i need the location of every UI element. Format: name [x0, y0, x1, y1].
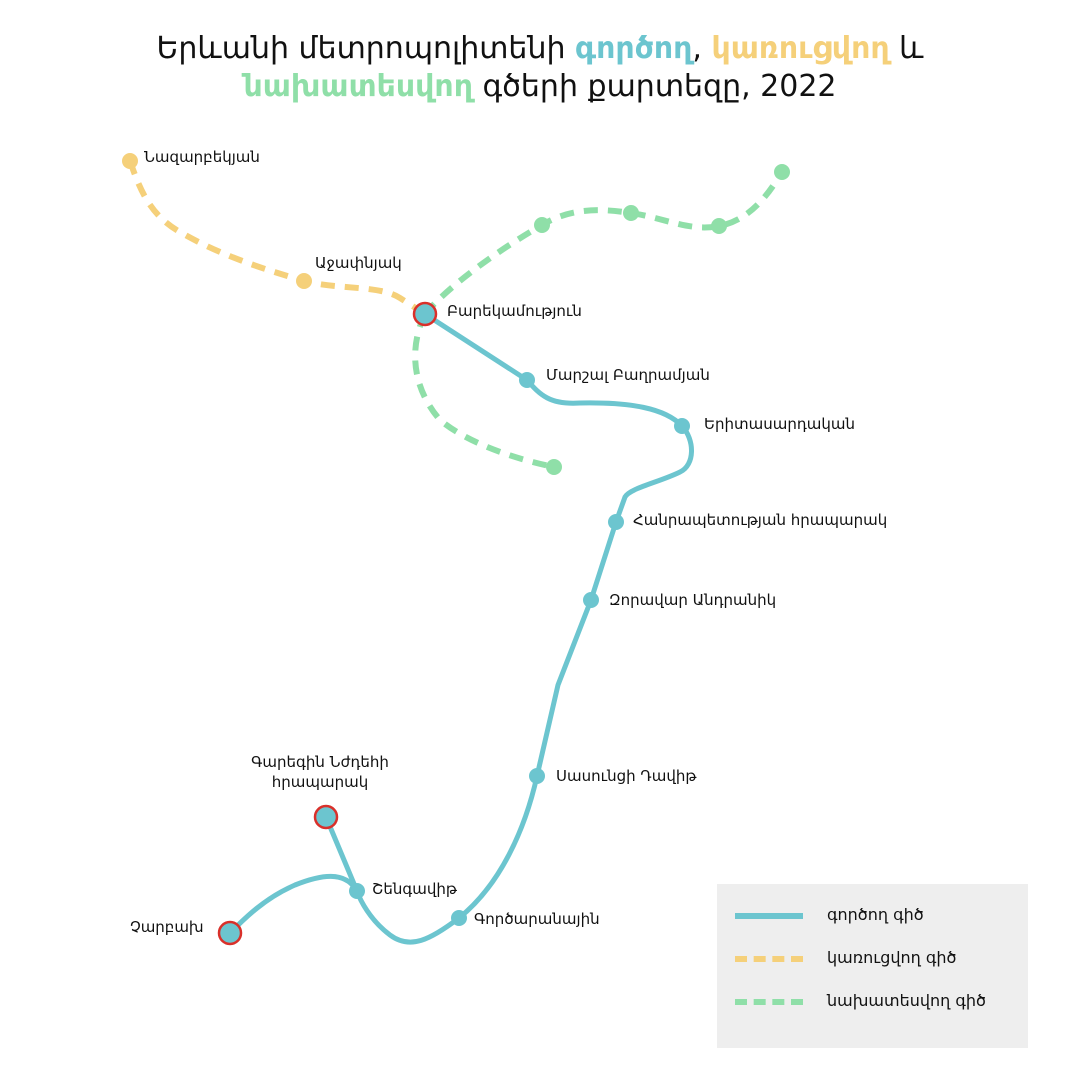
title-text: Երևանի մետրոպոլիտենի	[156, 31, 576, 66]
station-planned[interactable]	[774, 164, 790, 180]
operating-line-swatch	[735, 913, 803, 919]
label-sasuntsi-davit: Սասունցի Դավիթ	[556, 767, 697, 785]
station-garegin-nzhdehi[interactable]	[313, 804, 339, 830]
label-nazarbekyan: Նազարբեկյան	[144, 148, 260, 166]
station-hanrapetutyan[interactable]	[608, 514, 624, 530]
station-zoravar-andranik[interactable]	[583, 592, 599, 608]
map-title: Երևանի մետրոպոլիտենի գործող, կառուցվող և…	[0, 30, 1080, 106]
title-text: գծերի քարտեզը, 2022	[472, 69, 837, 104]
station-gortsaranayin[interactable]	[451, 910, 467, 926]
legend-label: նախատեսվող գիծ	[827, 991, 986, 1010]
station-planned[interactable]	[623, 205, 639, 221]
station-planned[interactable]	[534, 217, 550, 233]
label-garegin-line2: հրապարակ	[271, 773, 369, 791]
label-hanrapetutyan: Հանրապետության հրապարակ	[633, 511, 888, 529]
station-planned[interactable]	[711, 218, 727, 234]
station-eritasardakan[interactable]	[674, 418, 690, 434]
under-construction-line	[127, 160, 427, 317]
title-planned: նախատեսվող	[243, 69, 473, 104]
label-marshal-baghramyan: Մարշալ Բաղրամյան	[546, 366, 710, 384]
legend-item-under-construction: կառուցվող գիծ	[717, 944, 1028, 974]
legend-item-planned: նախատեսվող գիծ	[717, 987, 1028, 1017]
label-barekamutyun: Բարեկամություն	[447, 302, 582, 320]
title-operating: գործող	[575, 31, 693, 66]
label-garegin-line1: Գարեգին Նժդեհի	[251, 753, 389, 771]
legend: գործող գիծ կառուցվող գիծ նախատեսվող գիծ	[717, 884, 1028, 1048]
operating-line	[323, 311, 694, 945]
legend-item-operating: գործող գիծ	[717, 901, 1028, 931]
label-garegin-nzhdehi: Գարեգին Նժդեհի հրապարակ	[220, 752, 420, 792]
planned-line-swatch	[735, 999, 803, 1005]
station-sasuntsi-davit[interactable]	[529, 768, 545, 784]
label-charbakh: Չարբախ	[130, 918, 204, 936]
label-gortsaranayin: Գործարանային	[474, 910, 600, 928]
title-sep: ,	[692, 31, 712, 66]
station-barekamutyun[interactable]	[412, 301, 438, 327]
label-eritasardakan: Երիտասարդական	[704, 415, 856, 433]
operating-branch	[228, 873, 360, 935]
label-zoravar-andranik: Զորավար Անդրանիկ	[609, 591, 777, 609]
title-sep: և	[889, 31, 924, 66]
title-under-construction: կառուցվող	[711, 31, 890, 66]
planned-line-south	[412, 312, 555, 470]
station-marshal-baghramyan[interactable]	[519, 372, 535, 388]
station-ajapnyak[interactable]	[296, 273, 312, 289]
station-planned[interactable]	[546, 459, 562, 475]
label-ajapnyak: Աջափնյակ	[315, 254, 402, 272]
station-shengavit[interactable]	[349, 883, 365, 899]
station-charbakh[interactable]	[217, 920, 243, 946]
under-construction-line-swatch	[735, 956, 803, 962]
legend-label: կառուցվող գիծ	[827, 948, 957, 967]
planned-line-north	[422, 170, 785, 316]
station-nazarbekyan[interactable]	[122, 153, 138, 169]
label-shengavit: Շենգավիթ	[372, 880, 457, 898]
legend-label: գործող գիծ	[827, 905, 924, 924]
